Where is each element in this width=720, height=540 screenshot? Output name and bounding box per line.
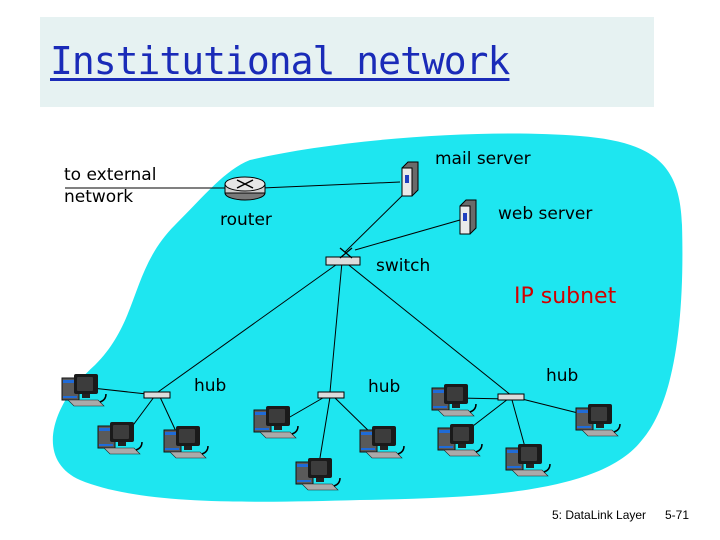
footer-chapter: 5: DataLink Layer <box>552 508 647 522</box>
external-network-label: to external network <box>64 165 157 207</box>
link-switch-hub-left <box>157 261 341 393</box>
web-server-label: web server <box>498 204 593 224</box>
router-label: router <box>220 210 272 230</box>
link-switch-hub-right <box>344 261 513 397</box>
title-banner: Institutional network <box>40 17 654 107</box>
footer-page-number: 5-71 <box>665 508 690 522</box>
web-server-icon <box>459 199 477 235</box>
hub-left-label: hub <box>194 376 227 396</box>
hub-left-icon <box>143 391 171 399</box>
ip-subnet-label: IP subnet <box>514 284 617 309</box>
page-title: Institutional network <box>50 39 510 83</box>
hub-middle-icon <box>317 391 345 399</box>
link-router-mail <box>261 181 401 189</box>
switch-label: switch <box>376 256 431 276</box>
hub-right-icon <box>497 393 525 401</box>
mail-server-icon <box>401 161 419 197</box>
link-switch-mail <box>344 187 411 253</box>
switch-icon <box>325 247 361 266</box>
link-switch-web <box>354 219 461 251</box>
link-switch-hub-mid <box>329 261 343 393</box>
mail-server-label: mail server <box>435 149 531 169</box>
subnet-region <box>52 133 683 502</box>
hub-right-label: hub <box>546 366 579 386</box>
router-icon <box>224 176 266 201</box>
hub-middle-label: hub <box>368 377 401 397</box>
